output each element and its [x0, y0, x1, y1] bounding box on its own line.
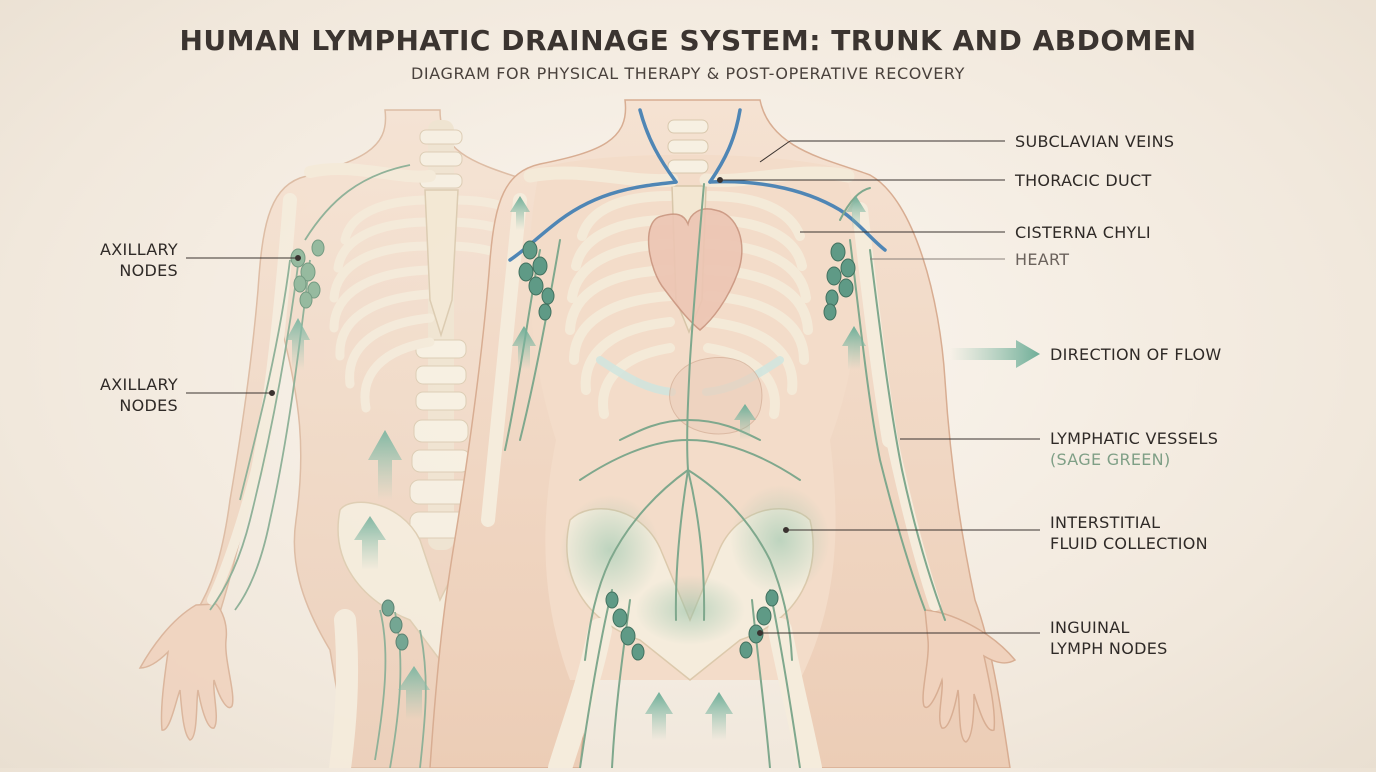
leader-axillary-lower-dot — [269, 390, 275, 396]
back-figure-femur — [329, 609, 359, 772]
front-figure-humerus — [852, 202, 898, 448]
front-figure-left-arm — [481, 193, 527, 527]
diagram-title: HUMAN LYMPHATIC DRAINAGE SYSTEM: TRUNK A… — [179, 24, 1197, 57]
label-axillary-upper-line2: NODES — [119, 261, 178, 280]
leader-interstitial-dot — [783, 527, 789, 533]
front-inguinal-nodes — [605, 589, 779, 661]
label-axillary-lower-line1: AXILLARY — [99, 375, 178, 394]
leader-axillary-upper-dot — [295, 255, 301, 261]
lymphatic-vessels — [504, 183, 946, 769]
back-figure-clavicle — [304, 162, 436, 183]
front-figure-left-clavicle — [523, 166, 679, 188]
front-figure — [429, 99, 1017, 772]
leader-subclavian-diag — [759, 140, 791, 163]
label-axillary-nodes-lower: AXILLARY NODES — [60, 374, 178, 416]
front-figure-hand — [922, 609, 1017, 743]
flow-legend-arrow — [950, 340, 1040, 368]
leader-lines — [186, 140, 1040, 636]
front-figure-left-femur — [548, 618, 612, 772]
back-figure-axillary-nodes — [290, 239, 325, 309]
heart-organ — [647, 208, 743, 331]
front-axillary-nodes — [518, 240, 856, 321]
label-interstitial-fluid: INTERSTITIAL FLUID COLLECTION — [1050, 512, 1208, 554]
leader-inguinal-dot — [757, 630, 763, 636]
back-figure-forearm — [207, 465, 261, 605]
label-subclavian-veins: SUBCLAVIAN VEINS — [1015, 132, 1175, 151]
label-inguinal-nodes: INGUINAL LYMPH NODES — [1050, 617, 1168, 659]
back-figure-sternum — [424, 189, 459, 338]
label-inguinal-line1: INGUINAL — [1050, 618, 1130, 637]
label-lymphatic-line1: LYMPHATIC VESSELS — [1050, 429, 1219, 448]
front-figure-spine — [667, 119, 709, 174]
label-cisterna-chyli: CISTERNA CHYLI — [1015, 223, 1151, 242]
label-axillary-lower-line2: NODES — [119, 396, 178, 415]
back-figure-inguinal-nodes — [381, 599, 409, 651]
label-lymphatic-line2: (SAGE GREEN) — [1050, 450, 1171, 469]
back-figure-hand — [138, 603, 234, 741]
front-figure-right-clavicle — [699, 166, 855, 188]
leader-thoracic-duct-dot — [717, 177, 723, 183]
interstitial-fluid-areas — [560, 485, 830, 645]
label-direction-of-flow: DIRECTION OF FLOW — [1050, 345, 1222, 364]
label-axillary-upper-line1: AXILLARY — [99, 240, 178, 259]
label-heart: HEART — [1015, 250, 1070, 269]
label-interstitial-line1: INTERSTITIAL — [1050, 513, 1161, 532]
label-inguinal-line2: LYMPH NODES — [1050, 639, 1168, 658]
label-interstitial-line2: FLUID COLLECTION — [1050, 534, 1208, 553]
label-lymphatic-vessels: LYMPHATIC VESSELS (SAGE GREEN) — [1050, 428, 1218, 470]
front-figure-flow-arrows — [510, 196, 866, 740]
front-figure-right-femur — [768, 618, 822, 772]
diagram-subtitle: DIAGRAM FOR PHYSICAL THERAPY & POST-OPER… — [410, 64, 965, 83]
label-thoracic-duct: THORACIC DUCT — [1015, 171, 1152, 190]
label-axillary-nodes-upper: AXILLARY NODES — [60, 239, 178, 281]
front-figure-forearm — [886, 434, 941, 611]
